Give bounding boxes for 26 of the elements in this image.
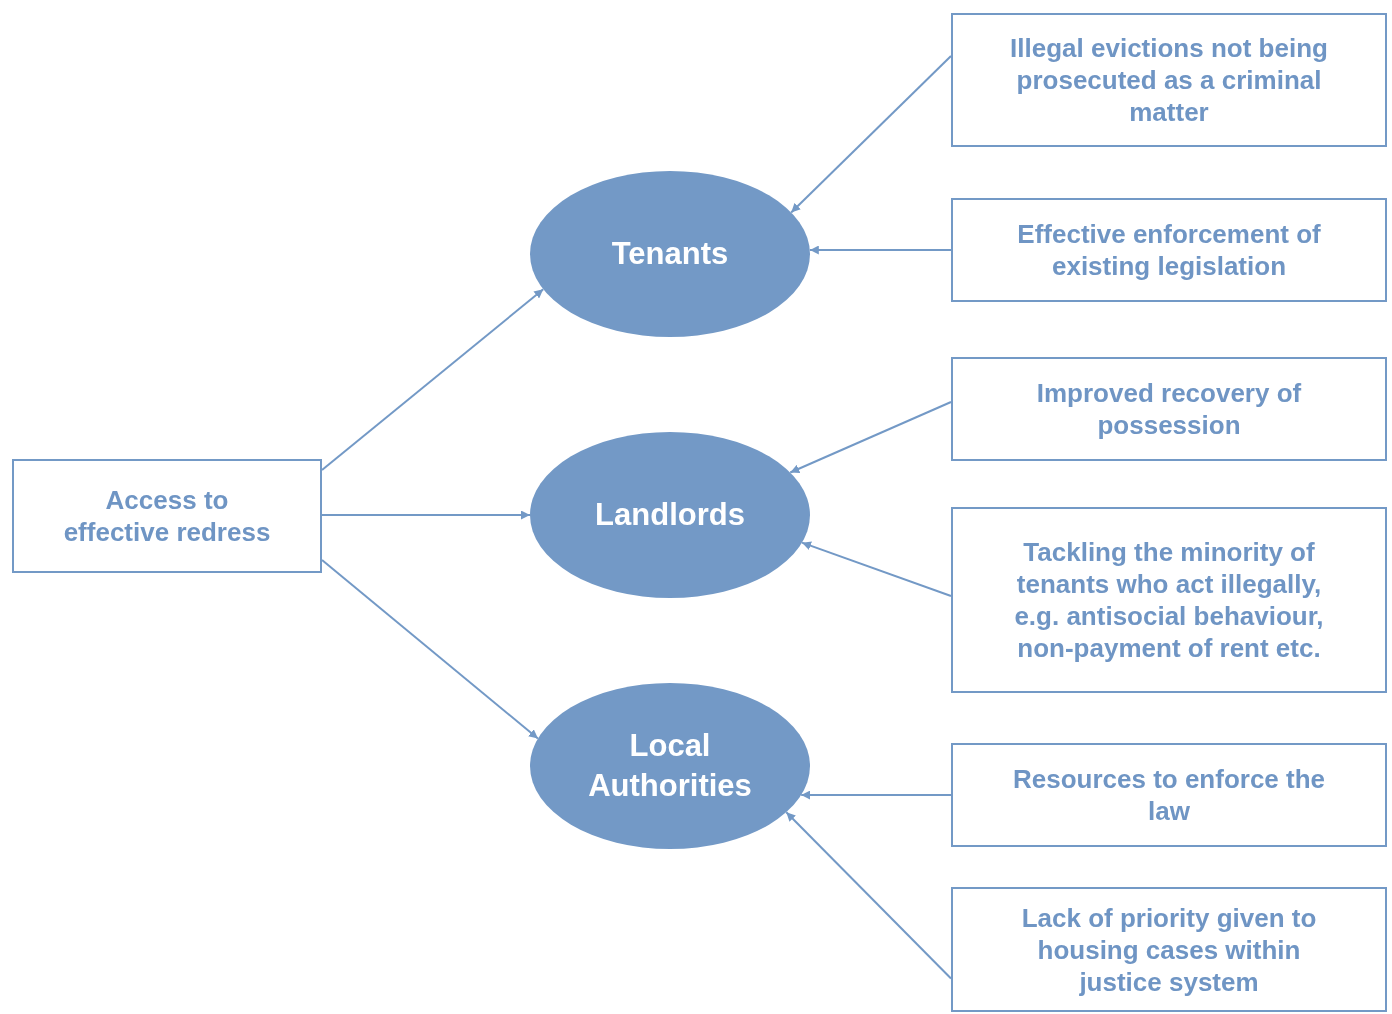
issue-box — [951, 198, 1387, 302]
arrow — [800, 790, 952, 800]
issue-box — [951, 357, 1387, 461]
issue-box — [951, 887, 1387, 1012]
box-text: Access to effective redress — [62, 484, 272, 548]
issue-box — [951, 743, 1387, 847]
stakeholder-label: Local Authorities — [587, 727, 753, 805]
arrow — [321, 288, 545, 471]
stakeholder-label: Tenants — [611, 235, 729, 273]
issue-box — [951, 13, 1387, 147]
box-text: Tackling the minority of tenants who act illegally, e.g. antisocial behaviour, non-payment of rent etc. — [1013, 536, 1325, 664]
box-text: Illegal evictions not being prosecuted as a criminal matter — [1009, 32, 1329, 128]
arrow — [785, 811, 952, 980]
arrow — [790, 55, 952, 214]
cause-box — [12, 459, 322, 573]
issue-box — [951, 507, 1387, 693]
arrow — [321, 510, 531, 520]
box-text: Improved recovery of possession — [1035, 377, 1303, 441]
stakeholder-label: Landlords — [595, 496, 745, 534]
arrow — [321, 559, 539, 740]
box-text: Resources to enforce the law — [1011, 763, 1327, 827]
arrow — [801, 541, 952, 597]
box-text: Lack of priority given to housing cases within justice system — [1020, 901, 1318, 998]
arrow — [808, 245, 952, 255]
arrow — [789, 401, 952, 474]
box-text: Effective enforcement of existing legislation — [1016, 218, 1322, 282]
